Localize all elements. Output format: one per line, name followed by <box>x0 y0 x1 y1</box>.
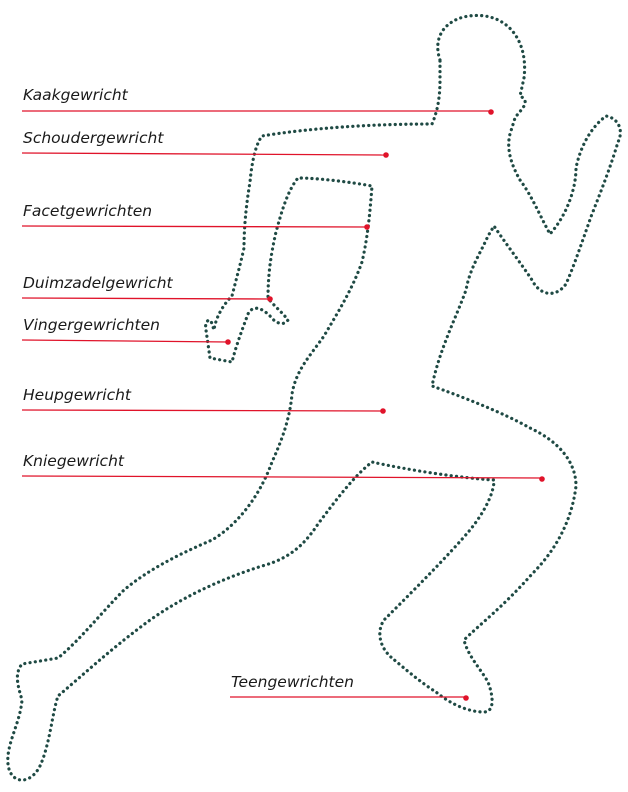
duimzadel-marker <box>267 296 273 302</box>
pointer-duimzadel <box>22 296 273 302</box>
label-facetgewrichten: Facetgewrichten <box>23 204 152 220</box>
label-teengewrichten: Teengewrichten <box>231 675 354 691</box>
pointer-vinger <box>22 339 231 345</box>
label-vingergewrichten: Vingergewrichten <box>23 318 160 334</box>
pointer-schouder <box>22 152 389 158</box>
label-kaakgewricht: Kaakgewricht <box>23 88 128 104</box>
label-schoudergewricht: Schoudergewricht <box>23 131 163 147</box>
pointer-kaak <box>22 109 494 115</box>
label-kniegewricht: Kniegewricht <box>23 454 124 470</box>
facet-marker <box>364 224 370 230</box>
teen-marker <box>463 695 469 701</box>
pointer-teen <box>230 695 469 701</box>
pointer-facet <box>22 224 370 230</box>
pointer-heup <box>22 408 386 414</box>
heup-marker <box>380 408 386 414</box>
schouder-marker <box>383 152 389 158</box>
vinger-marker <box>225 339 231 345</box>
label-heupgewricht: Heupgewricht <box>23 388 131 404</box>
kaak-marker <box>488 109 494 115</box>
knie-marker <box>539 476 545 482</box>
label-duimzadelgewricht: Duimzadelgewricht <box>23 276 173 292</box>
